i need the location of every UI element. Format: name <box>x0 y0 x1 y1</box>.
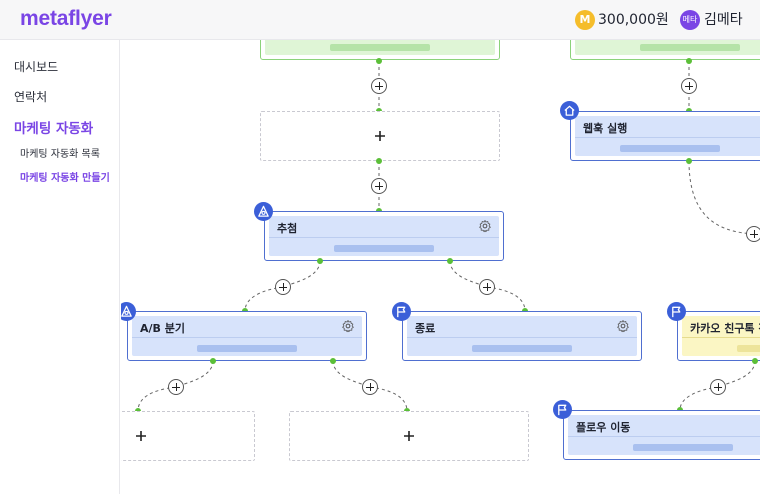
coin-icon: M <box>575 10 595 30</box>
add-step-button[interactable] <box>168 379 184 395</box>
flag-icon <box>392 302 411 321</box>
split-badge-icon <box>121 302 136 321</box>
lottery-node[interactable]: 추첨 <box>264 211 504 261</box>
sidebar-item-contacts[interactable]: 연락처 <box>14 90 48 104</box>
add-step-button[interactable] <box>681 78 697 94</box>
app-logo[interactable]: metaflyer <box>20 7 112 30</box>
top-header: metaflyer M 300,000원 메타 김메타 <box>0 0 760 40</box>
node-title: 종료 <box>415 322 436 335</box>
node-title: 웹훅 실행 <box>583 122 628 135</box>
edge <box>688 160 755 235</box>
sidebar: 대시보드 연락처 마케팅 자동화 마케팅 자동화 목록 마케팅 자동화 만들기 <box>0 40 120 494</box>
webhook-node[interactable]: 웹훅 실행 <box>570 111 760 161</box>
end-node[interactable]: 종료 <box>402 311 642 361</box>
sidebar-item-dashboard[interactable]: 대시보드 <box>14 60 59 74</box>
plus-icon <box>404 431 414 441</box>
gear-icon[interactable] <box>616 319 630 333</box>
sidebar-item-marketing-automation[interactable]: 마케팅 자동화 <box>14 121 94 137</box>
gear-icon[interactable] <box>341 319 355 333</box>
add-step-button[interactable] <box>746 226 760 242</box>
sidebar-subitem-create-automation[interactable]: 마케팅 자동화 만들기 <box>20 173 110 184</box>
avatar[interactable]: 메타 <box>680 10 700 30</box>
kakao-friendtalk-node[interactable]: 카카오 친구톡 전 <box>677 311 760 361</box>
node-title: 플로우 이동 <box>576 421 631 434</box>
trigger-node[interactable] <box>570 40 760 60</box>
connector-dot[interactable] <box>317 258 323 264</box>
empty-step-slot[interactable] <box>121 411 255 461</box>
plus-icon <box>136 431 146 441</box>
connector-dot[interactable] <box>330 358 336 364</box>
node-title: A/B 분기 <box>140 322 185 335</box>
empty-step-slot[interactable] <box>260 111 500 161</box>
connector-dot[interactable] <box>752 358 758 364</box>
add-step-button[interactable] <box>275 279 291 295</box>
connector-dot[interactable] <box>686 158 692 164</box>
connector-dot[interactable] <box>376 158 382 164</box>
home-icon <box>560 101 579 120</box>
points-balance[interactable]: 300,000원 <box>598 12 669 28</box>
edge <box>369 386 408 412</box>
flag-icon <box>553 400 572 419</box>
add-step-button[interactable] <box>710 379 726 395</box>
flow-move-node[interactable]: 플로우 이동 <box>563 410 760 460</box>
empty-step-slot[interactable] <box>289 411 529 461</box>
user-name[interactable]: 김메타 <box>704 12 743 28</box>
add-step-button[interactable] <box>479 279 495 295</box>
trigger-node[interactable] <box>260 40 500 60</box>
gear-icon[interactable] <box>478 219 492 233</box>
node-title: 카카오 친구톡 전 <box>690 322 760 335</box>
connector-dot[interactable] <box>376 58 382 64</box>
connector-dot[interactable] <box>686 58 692 64</box>
flag-icon <box>667 302 686 321</box>
ab-split-node[interactable]: A/B 분기 <box>127 311 367 361</box>
add-step-button[interactable] <box>371 78 387 94</box>
node-title: 추첨 <box>277 222 298 235</box>
plus-icon <box>375 131 385 141</box>
add-step-button[interactable] <box>371 178 387 194</box>
add-step-button[interactable] <box>362 379 378 395</box>
flow-canvas[interactable]: 추첨 A/B 분기 종료 <box>121 40 760 494</box>
sidebar-subitem-automation-list[interactable]: 마케팅 자동화 목록 <box>20 149 100 160</box>
lottery-badge-icon <box>254 202 273 221</box>
connector-dot[interactable] <box>447 258 453 264</box>
connector-dot[interactable] <box>210 358 216 364</box>
